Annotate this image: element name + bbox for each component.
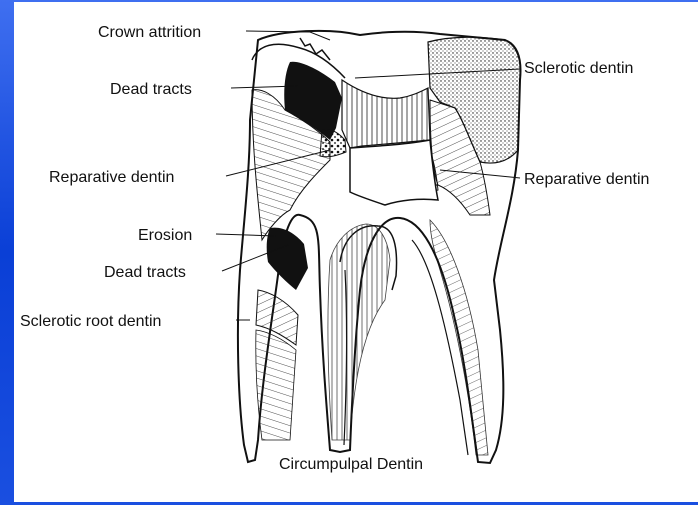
label-sclerotic-dentin: Sclerotic dentin	[524, 60, 633, 77]
label-erosion: Erosion	[138, 227, 192, 244]
label-crown-attrition: Crown attrition	[98, 24, 201, 41]
label-dead-tracts-upper: Dead tracts	[110, 81, 192, 98]
root-dentin-middle	[328, 224, 390, 440]
pulp-chamber	[350, 140, 438, 205]
caption: Circumpulpal Dentin	[279, 456, 423, 473]
label-sclerotic-root-dentin: Sclerotic root dentin	[20, 313, 161, 330]
tooth-diagram: Crown attrition Dead tracts Sclerotic de…	[14, 2, 698, 502]
label-dead-tracts-lower: Dead tracts	[104, 264, 186, 281]
diagram-card: Crown attrition Dead tracts Sclerotic de…	[14, 2, 698, 502]
label-reparative-dentin-left: Reparative dentin	[49, 169, 174, 186]
root-dentin-left	[256, 330, 296, 440]
label-reparative-dentin-right: Reparative dentin	[524, 171, 649, 188]
